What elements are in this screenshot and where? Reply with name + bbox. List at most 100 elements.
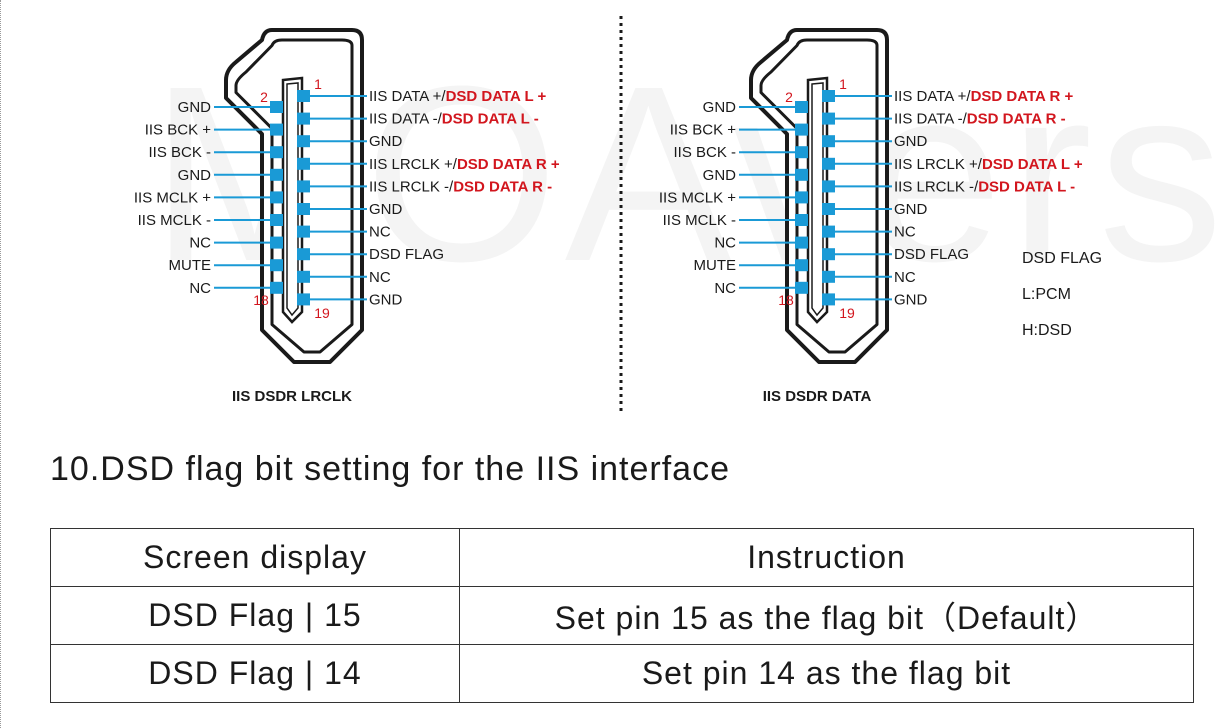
left-pin-label: MUTE: [169, 257, 212, 274]
table-cell: Set pin 14 as the flag bit: [459, 644, 1194, 703]
pin-pad: [297, 157, 310, 170]
pin-function: IIS DATA +/: [894, 88, 971, 105]
pin-pad: [270, 146, 283, 159]
flag-note-line: DSD FLAG: [1022, 250, 1102, 267]
right-pin-label: GND: [894, 291, 928, 308]
pin-number: 18: [253, 292, 269, 308]
pin-number: 18: [778, 292, 794, 308]
column-header: Instruction: [459, 528, 1194, 587]
left-pin-label: GND: [703, 167, 737, 184]
left-pin-label: NC: [714, 280, 736, 297]
pin-pad: [795, 146, 808, 159]
dsd-function: DSD DATA R -: [453, 178, 552, 195]
pin-pad: [297, 225, 310, 238]
left-pin-label: GND: [703, 99, 737, 116]
dsd-function: DSD DATA L +: [982, 156, 1083, 173]
pin-pad: [822, 270, 835, 283]
dsd-flag-note: DSD FLAG L:PCM H:DSD: [1022, 250, 1102, 339]
connector-slot-inner: [286, 82, 299, 317]
pin-number: 19: [314, 305, 330, 321]
pin-function: NC: [894, 224, 916, 241]
left-pin-label: IIS BCK -: [673, 144, 736, 161]
pin-pad: [822, 112, 835, 125]
pin-pad: [297, 293, 310, 306]
pin-pad: [270, 281, 283, 294]
section-title: 10.DSD flag bit setting for the IIS inte…: [50, 450, 730, 488]
pin-function: GND: [894, 291, 928, 308]
left-pin-label: NC: [189, 280, 211, 297]
pin-number: 1: [839, 76, 847, 92]
connector-caption: IIS DSDR DATA: [763, 388, 872, 405]
left-pin-label: IIS MCLK +: [134, 189, 211, 206]
left-pin-label: IIS MCLK -: [138, 212, 211, 229]
pin-pad: [795, 236, 808, 249]
pin-function: IIS DATA -/: [894, 111, 968, 128]
pin-pad: [795, 123, 808, 136]
left-pin-label: IIS BCK -: [148, 144, 211, 161]
pin-function: NC: [369, 224, 391, 241]
right-pin-label: IIS DATA -/DSD DATA L -: [369, 111, 539, 128]
pin-function: IIS LRCLK -/: [894, 178, 979, 195]
pin-pad: [297, 203, 310, 215]
right-pin-label: IIS LRCLK -/DSD DATA R -: [369, 178, 552, 195]
right-pin-label: IIS DATA +/DSD DATA R +: [894, 88, 1073, 105]
pin-function: IIS LRCLK +/: [894, 156, 983, 173]
left-pin-label: GND: [178, 99, 212, 116]
connector-lrclk: GND IIS BCK + IIS BCK - GND IIS MCLK + IIS MC…: [134, 28, 560, 405]
pin-function: NC: [369, 269, 391, 286]
pin-pad: [822, 203, 835, 215]
pin-function: GND: [894, 133, 928, 150]
pin-function: GND: [369, 201, 403, 218]
left-pin-label: IIS BCK +: [145, 122, 212, 139]
connector-inner-outline: [234, 38, 354, 354]
pin-number: 2: [260, 89, 268, 105]
left-pin-label: IIS MCLK -: [663, 212, 736, 229]
pin-pad: [822, 180, 835, 193]
pin-function: DSD FLAG: [894, 246, 969, 263]
table-header-row: Screen display Instruction: [50, 528, 1194, 587]
pin-pad: [270, 101, 283, 113]
right-pin-label: NC: [369, 269, 391, 286]
pin-pad: [297, 112, 310, 125]
left-pin-label: NC: [714, 235, 736, 252]
flag-note-line: H:DSD: [1022, 322, 1072, 339]
right-pin-label: IIS DATA -/DSD DATA R -: [894, 111, 1066, 128]
right-pin-label: IIS LRCLK +/DSD DATA R +: [369, 156, 560, 173]
right-pin-label: IIS LRCLK +/DSD DATA L +: [894, 156, 1083, 173]
right-pin-label: DSD FLAG: [894, 246, 969, 263]
flag-note-line: L:PCM: [1022, 286, 1071, 303]
dsd-function: DSD DATA R +: [457, 156, 560, 173]
column-header: Screen display: [50, 528, 460, 587]
right-pin-label: GND: [369, 291, 403, 308]
right-pin-label: NC: [894, 269, 916, 286]
left-pin-label: NC: [189, 235, 211, 252]
right-pin-label: DSD FLAG: [369, 246, 444, 263]
pin-pad: [795, 168, 808, 181]
right-pin-label: GND: [894, 201, 928, 218]
pin-function: IIS DATA +/: [369, 88, 446, 105]
hdmi-pinout-diagram: GND IIS BCK + IIS BCK - GND IIS MCLK + IIS MC…: [134, 16, 1102, 412]
pin-pad: [297, 180, 310, 193]
pin-function: GND: [369, 133, 403, 150]
pin-pad: [270, 123, 283, 136]
right-pin-label: NC: [894, 224, 916, 241]
pin-pad: [297, 270, 310, 283]
right-pin-label: IIS LRCLK -/DSD DATA L -: [894, 178, 1075, 195]
table-row: DSD Flag | 15 Set pin 15 as the flag bit…: [50, 586, 1194, 645]
dsd-function: DSD DATA L -: [442, 111, 539, 128]
dsd-function: DSD DATA R +: [971, 88, 1074, 105]
pin-function: IIS LRCLK -/: [369, 178, 454, 195]
pin-pad: [795, 214, 808, 226]
right-pin-label: GND: [369, 201, 403, 218]
pin-pad: [270, 191, 283, 204]
right-pin-label: IIS DATA +/DSD DATA L +: [369, 88, 547, 105]
pin-pad: [297, 90, 310, 102]
left-pin-label: GND: [178, 167, 212, 184]
dsd-function: DSD DATA L +: [446, 88, 547, 105]
dsd-function: DSD DATA L -: [978, 178, 1075, 195]
pin-pad: [822, 225, 835, 238]
pin-pad: [270, 259, 283, 272]
pin-pad: [297, 135, 310, 148]
connector-inner-outline: [759, 38, 879, 354]
